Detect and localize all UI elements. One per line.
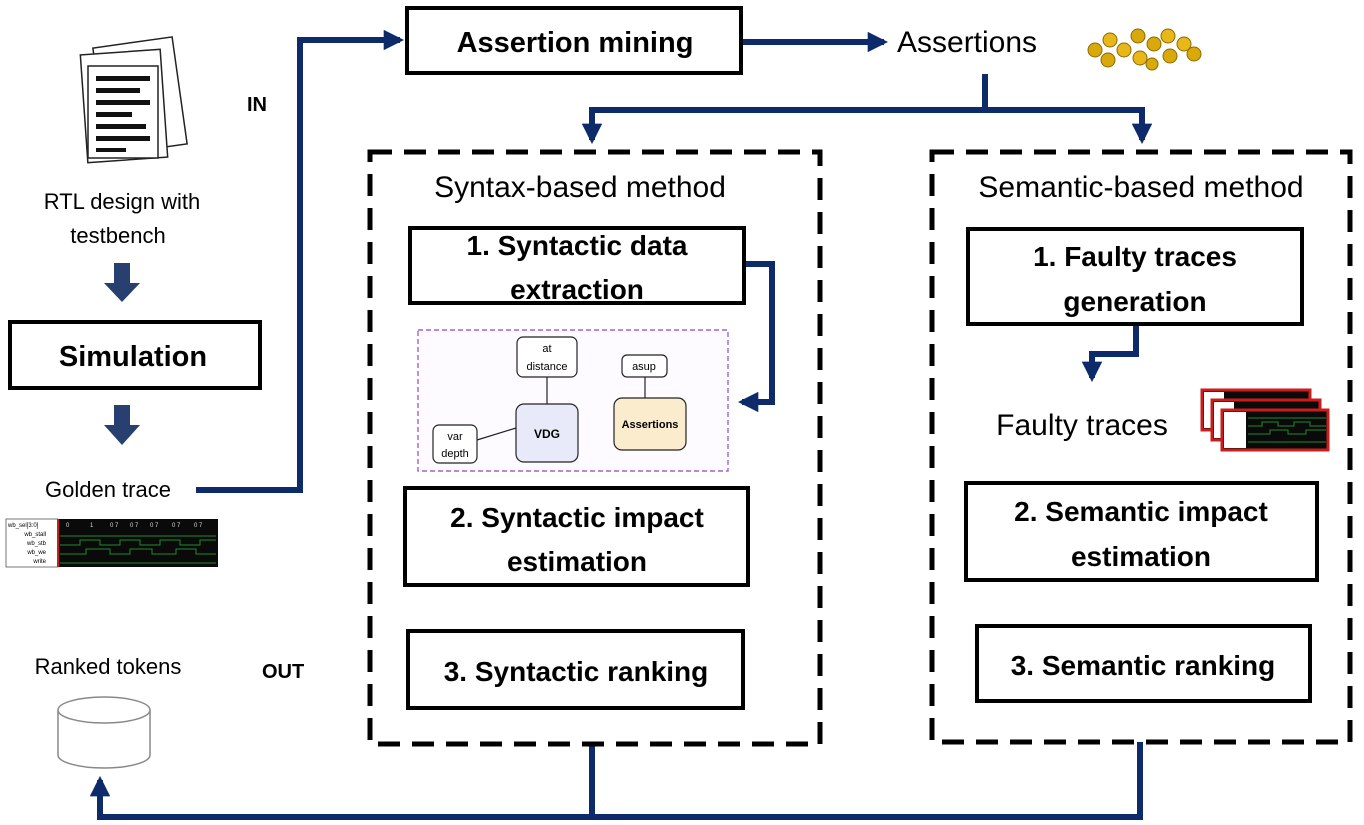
assertions-node-label: Assertions bbox=[622, 419, 679, 431]
var-depth-node bbox=[432, 424, 478, 464]
simulation-label: Simulation bbox=[59, 341, 207, 373]
faulty-traces-icon bbox=[1200, 388, 1330, 452]
document-stack-icon bbox=[79, 36, 188, 164]
syntactic-extraction-label-line2: extraction bbox=[510, 274, 644, 305]
out-label: OUT bbox=[262, 661, 304, 683]
assertion-mining-box bbox=[405, 6, 743, 75]
faulty-generation-label-line2: generation bbox=[1063, 286, 1206, 317]
assertions-to-syntax-arrow bbox=[581, 107, 985, 145]
faulty-generation-label-line1: 1. Faulty traces bbox=[1033, 241, 1237, 272]
semantic-output-connector bbox=[592, 742, 1143, 820]
wave-header-value: 0 7 bbox=[194, 523, 203, 529]
var-depth-label-line1: var bbox=[447, 431, 463, 443]
semantic-impact-label-line2: estimation bbox=[1071, 541, 1211, 572]
wave-header-value: 1 bbox=[90, 523, 94, 529]
syntax-method-panel bbox=[367, 149, 823, 747]
assertions-label: Assertions bbox=[897, 26, 1037, 59]
wave-header-value: 0 7 bbox=[110, 523, 119, 529]
in-label: IN bbox=[247, 94, 267, 116]
wave-signal-label: wb_stb bbox=[26, 541, 47, 547]
vdg-node bbox=[515, 403, 579, 463]
down-arrow-simulation-to-trace bbox=[104, 405, 140, 445]
syntactic-graph: at distance VDG var depth asup Assertion… bbox=[417, 329, 729, 472]
database-icon bbox=[57, 696, 151, 769]
output-return-connector bbox=[89, 746, 595, 820]
ranked-tokens-label: Ranked tokens bbox=[35, 654, 182, 679]
syntax-method-title: Syntax-based method bbox=[434, 171, 726, 204]
semantic-method-title: Semantic-based method bbox=[978, 171, 1303, 204]
asup-label: asup bbox=[632, 361, 656, 373]
syntactic-impact-label-line1: 2. Syntactic impact bbox=[450, 502, 704, 533]
wave-header-value: 0 bbox=[66, 523, 70, 529]
var-depth-label-line2: depth bbox=[441, 448, 469, 460]
simulation-box bbox=[8, 320, 262, 390]
semantic-ranking-box bbox=[975, 624, 1312, 703]
golden-to-mining-arrow bbox=[196, 29, 405, 493]
extraction-to-graph-arrow bbox=[737, 261, 775, 413]
assertions-node bbox=[613, 397, 687, 451]
assertions-split-connector bbox=[982, 74, 1153, 145]
syntactic-extraction-box bbox=[408, 226, 746, 305]
wave-signal-label: wb_sel[3:0] bbox=[7, 523, 39, 529]
syntactic-extraction-label-line1: 1. Syntactic data bbox=[467, 230, 688, 261]
golden-trace-waveform: wb_sel[3:0] wb_stall wb_stb wb_we write … bbox=[5, 518, 218, 568]
semantic-impact-label-line1: 2. Semantic impact bbox=[1014, 496, 1268, 527]
faulty-traces-label: Faulty traces bbox=[996, 409, 1168, 442]
wave-header-value: 0 7 bbox=[150, 523, 159, 529]
at-distance-label-line1: at bbox=[542, 343, 551, 355]
faulty-traces-generation-box bbox=[966, 227, 1304, 326]
at-distance-node bbox=[516, 336, 578, 378]
wave-signal-label: wb_stall bbox=[23, 532, 46, 538]
gold-coins-icon bbox=[1087, 28, 1202, 71]
wave-header-value: 0 7 bbox=[130, 523, 139, 529]
semantic-ranking-label: 3. Semantic ranking bbox=[1011, 650, 1276, 681]
faulty-generation-to-traces-arrow bbox=[1081, 326, 1139, 383]
syntactic-impact-label-line2: estimation bbox=[507, 546, 647, 577]
rtl-design-label-line1: RTL design with bbox=[44, 189, 201, 214]
syntactic-impact-box bbox=[403, 486, 750, 587]
semantic-impact-box bbox=[964, 481, 1319, 582]
rtl-design-label-line2: testbench bbox=[70, 223, 165, 248]
syntactic-ranking-box bbox=[406, 629, 745, 710]
vdg-label: VDG bbox=[534, 427, 560, 441]
wave-signal-label: write bbox=[32, 559, 46, 565]
assertion-mining-label: Assertion mining bbox=[457, 27, 694, 59]
golden-trace-label: Golden trace bbox=[45, 477, 171, 502]
semantic-method-panel bbox=[929, 149, 1353, 745]
asup-node bbox=[621, 354, 668, 378]
syntactic-ranking-label: 3. Syntactic ranking bbox=[444, 656, 709, 687]
wave-header-value: 0 7 bbox=[172, 523, 181, 529]
down-arrow-rtl-to-simulation bbox=[104, 263, 140, 302]
wave-signal-label: wb_we bbox=[26, 550, 46, 556]
at-distance-label-line2: distance bbox=[527, 361, 568, 373]
